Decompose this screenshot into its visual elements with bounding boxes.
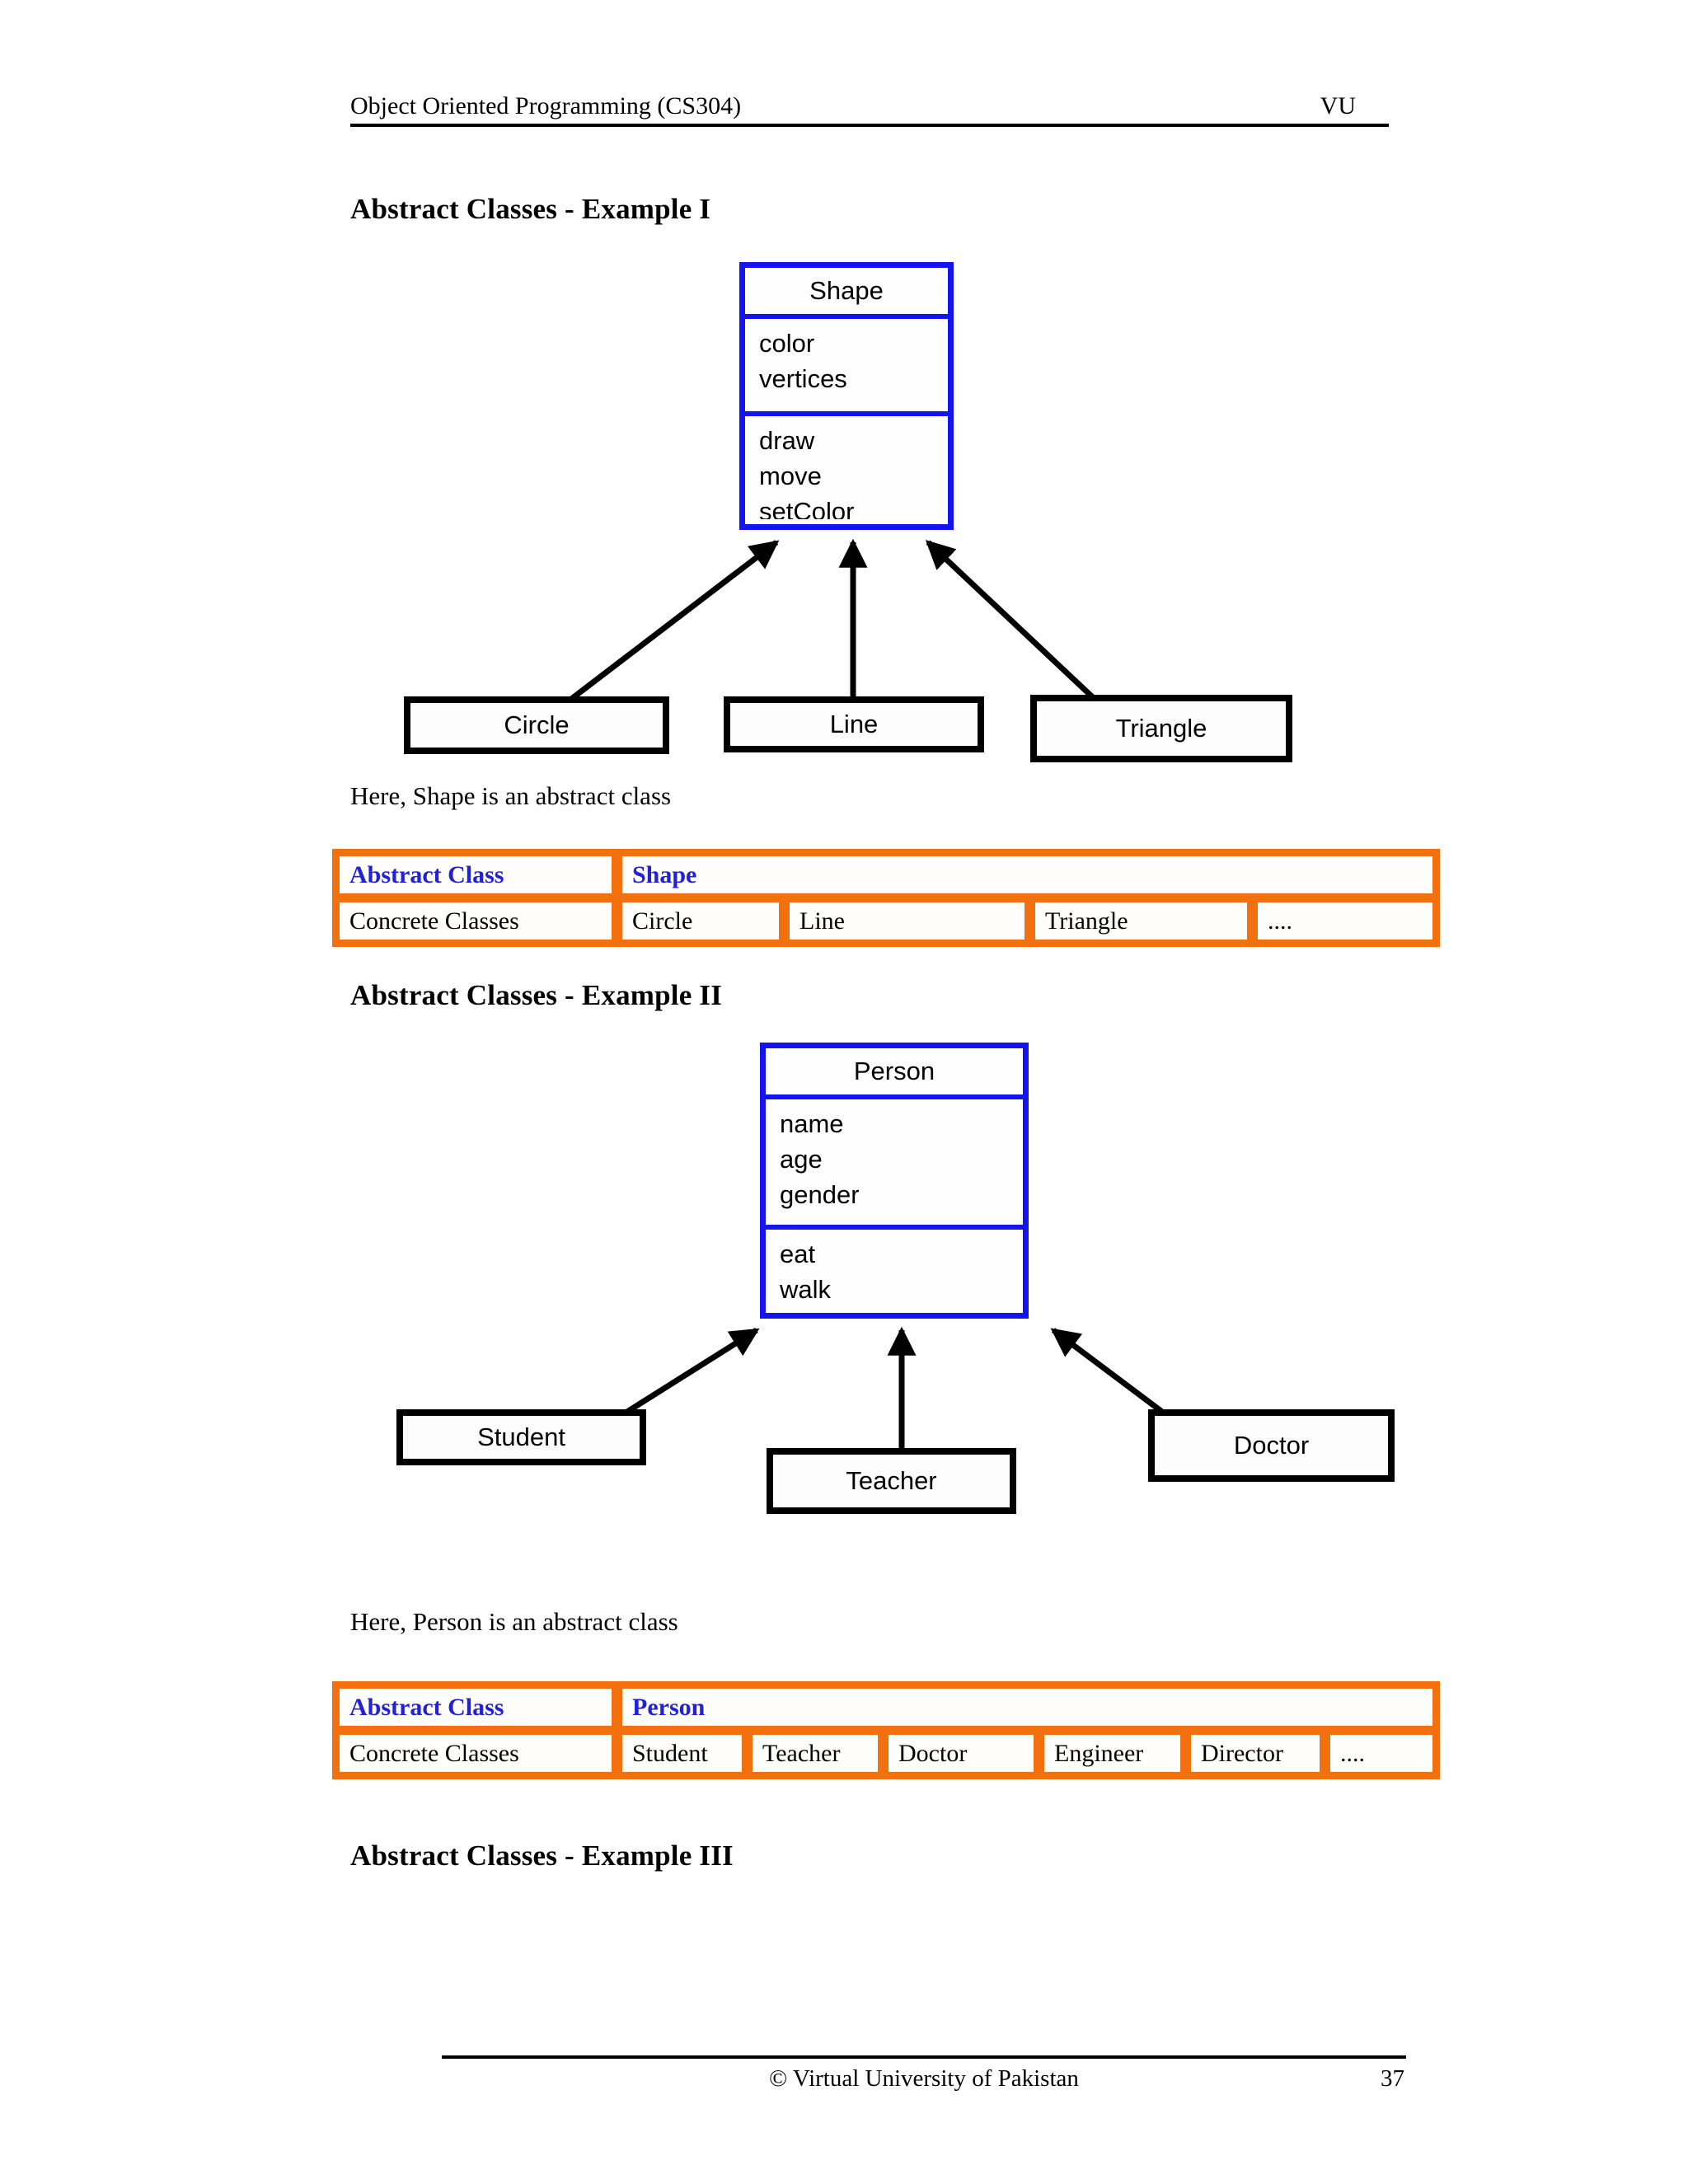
person-class-name: Person (766, 1048, 1023, 1099)
shape-attributes: color vertices (745, 319, 948, 416)
example2-heading: Abstract Classes - Example II (350, 979, 723, 1011)
concrete-classes-label-cell: Concrete Classes (340, 1735, 612, 1772)
example1-heading: Abstract Classes - Example I (350, 193, 711, 225)
doctor-class-box: Doctor (1148, 1409, 1395, 1482)
doctor-class-name: Doctor (1233, 1431, 1310, 1460)
table-row: Abstract Class Person (340, 1689, 1432, 1726)
person-methods: eat walk (766, 1230, 1023, 1308)
shape-class-box: Shape color vertices draw move setColor (739, 262, 954, 530)
person-attribute: gender (780, 1180, 860, 1209)
teacher-class-name: Teacher (846, 1466, 937, 1495)
concrete-class-cell: Doctor (889, 1735, 1034, 1772)
circle-class-box: Circle (404, 696, 669, 754)
person-attributes: name age gender (766, 1099, 1023, 1230)
shape-class-name: Shape (745, 268, 948, 319)
triangle-class-box: Triangle (1030, 695, 1292, 762)
teacher-class-box: Teacher (767, 1448, 1016, 1514)
abstract-class-label-cell: Abstract Class (340, 1689, 612, 1726)
abstract-class-label-cell: Abstract Class (340, 856, 612, 893)
line-class-box: Line (724, 696, 984, 752)
shape-attribute: vertices (759, 364, 847, 393)
shape-methods: draw move setColor (745, 416, 948, 519)
circle-class-name: Circle (504, 710, 570, 739)
page-footer: © Virtual University of Pakistan 37 (442, 2055, 1406, 2093)
abstract-class-value-cell: Person (622, 1689, 1432, 1726)
shape-method: setColor (759, 497, 855, 519)
concrete-class-cell: Line (790, 902, 1025, 940)
example2-caption: Here, Person is an abstract class (350, 1607, 678, 1636)
person-method: walk (780, 1275, 832, 1304)
inheritance-arrow-doctor-person (1050, 1328, 1168, 1417)
inheritance-arrow-student-person (621, 1328, 760, 1417)
concrete-class-cell: Director (1191, 1735, 1320, 1772)
triangle-class-name: Triangle (1115, 714, 1207, 743)
example2-summary-table: Abstract Class Person Concrete Classes S… (332, 1681, 1440, 1779)
person-method: eat (780, 1240, 816, 1268)
table-row: Concrete Classes Student Teacher Doctor … (340, 1735, 1432, 1772)
example1-caption: Here, Shape is an abstract class (350, 781, 672, 810)
concrete-class-cell: Teacher (753, 1735, 878, 1772)
concrete-class-cell: Triangle (1035, 902, 1247, 940)
footer-copyright: © Virtual University of Pakistan (769, 2065, 1079, 2092)
concrete-class-cell: Engineer (1044, 1735, 1180, 1772)
person-class-box: Person name age gender eat walk (760, 1043, 1029, 1319)
shape-method: move (759, 462, 822, 490)
footer-page-number: 37 (1381, 2065, 1404, 2092)
shape-attribute: color (759, 329, 815, 358)
header-vu-label: VU (1320, 92, 1356, 120)
concrete-classes-label-cell: Concrete Classes (340, 902, 612, 940)
line-class-name: Line (829, 710, 879, 738)
inheritance-arrow-circle-shape (565, 540, 780, 705)
table-row: Concrete Classes Circle Line Triangle ..… (340, 902, 1432, 940)
student-class-name: Student (477, 1422, 565, 1451)
inheritance-arrow-triangle-shape (925, 540, 1099, 703)
person-attribute: name (780, 1109, 844, 1138)
concrete-class-cell: .... (1330, 1735, 1432, 1772)
concrete-class-cell: Student (622, 1735, 742, 1772)
example3-heading: Abstract Classes - Example III (350, 1840, 734, 1872)
header-course-title: Object Oriented Programming (CS304) (350, 92, 742, 120)
student-class-box: Student (396, 1409, 646, 1465)
shape-method: draw (759, 426, 815, 455)
table-row: Abstract Class Shape (340, 856, 1432, 893)
abstract-class-value-cell: Shape (622, 856, 1432, 893)
concrete-class-cell: Circle (622, 902, 779, 940)
example1-summary-table: Abstract Class Shape Concrete Classes Ci… (332, 849, 1440, 947)
concrete-class-cell: .... (1258, 902, 1432, 940)
page-header: Object Oriented Programming (CS304) VU (350, 87, 1389, 127)
person-attribute: age (780, 1145, 823, 1174)
